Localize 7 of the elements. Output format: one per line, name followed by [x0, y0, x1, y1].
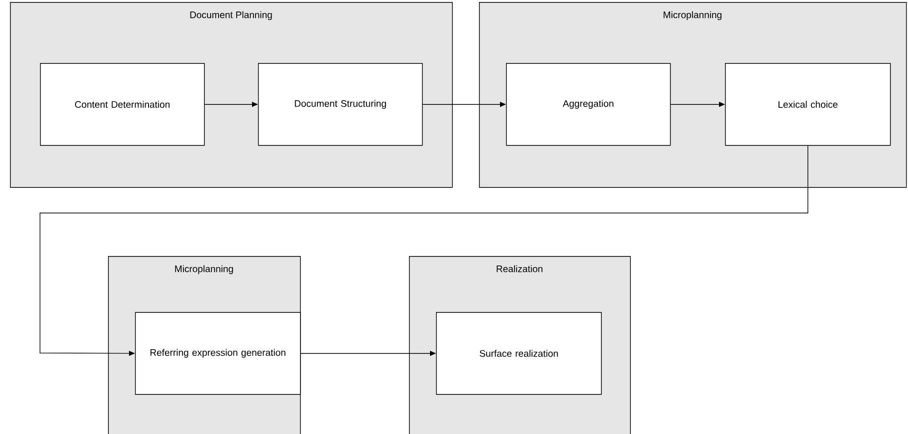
process-box: Aggregation	[506, 63, 671, 146]
process-box: Document Structuring	[258, 63, 423, 146]
process-box: Referring expression generation	[135, 312, 301, 395]
process-box: Content Determination	[40, 63, 205, 146]
process-box: Surface realization	[436, 312, 602, 395]
process-box: Lexical choice	[725, 63, 891, 146]
arrow	[40, 145, 808, 356]
